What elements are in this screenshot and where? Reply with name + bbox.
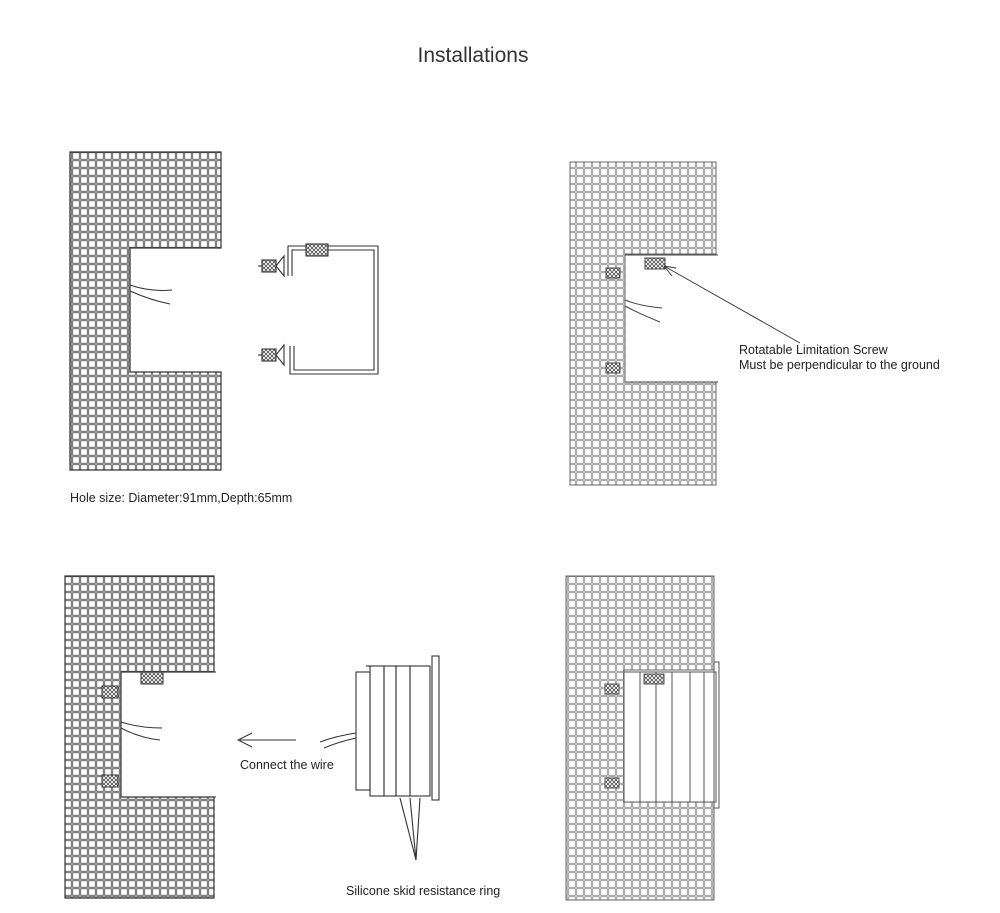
step3-bracket (101, 671, 216, 798)
connect-arrow (236, 732, 296, 748)
limitation-screw-note: Rotatable Limitation Screw Must be perpe… (739, 343, 940, 373)
step2-wall (569, 161, 717, 486)
silicone-ring-label: Silicone skid resistance ring (346, 884, 501, 898)
step1-wire-icon (129, 284, 173, 305)
hole-size-label: Hole size: Diameter:91mm,Depth:65mm (70, 491, 293, 505)
page-title: Installations (417, 44, 529, 67)
step3-wall (64, 575, 215, 899)
step1-wall (69, 151, 222, 471)
perpendicular-note: Must be perpendicular to the ground (739, 358, 940, 372)
step2-leader-line (663, 265, 801, 344)
step1-mounting-bracket (258, 243, 379, 375)
limitation-screw-label: Rotatable Limitation Screw (739, 343, 888, 357)
thermostat-side-view (319, 655, 440, 861)
step4-installed-unit (604, 661, 720, 809)
step2-bracket (605, 254, 718, 383)
connect-wire-label: Connect the wire (240, 758, 334, 772)
